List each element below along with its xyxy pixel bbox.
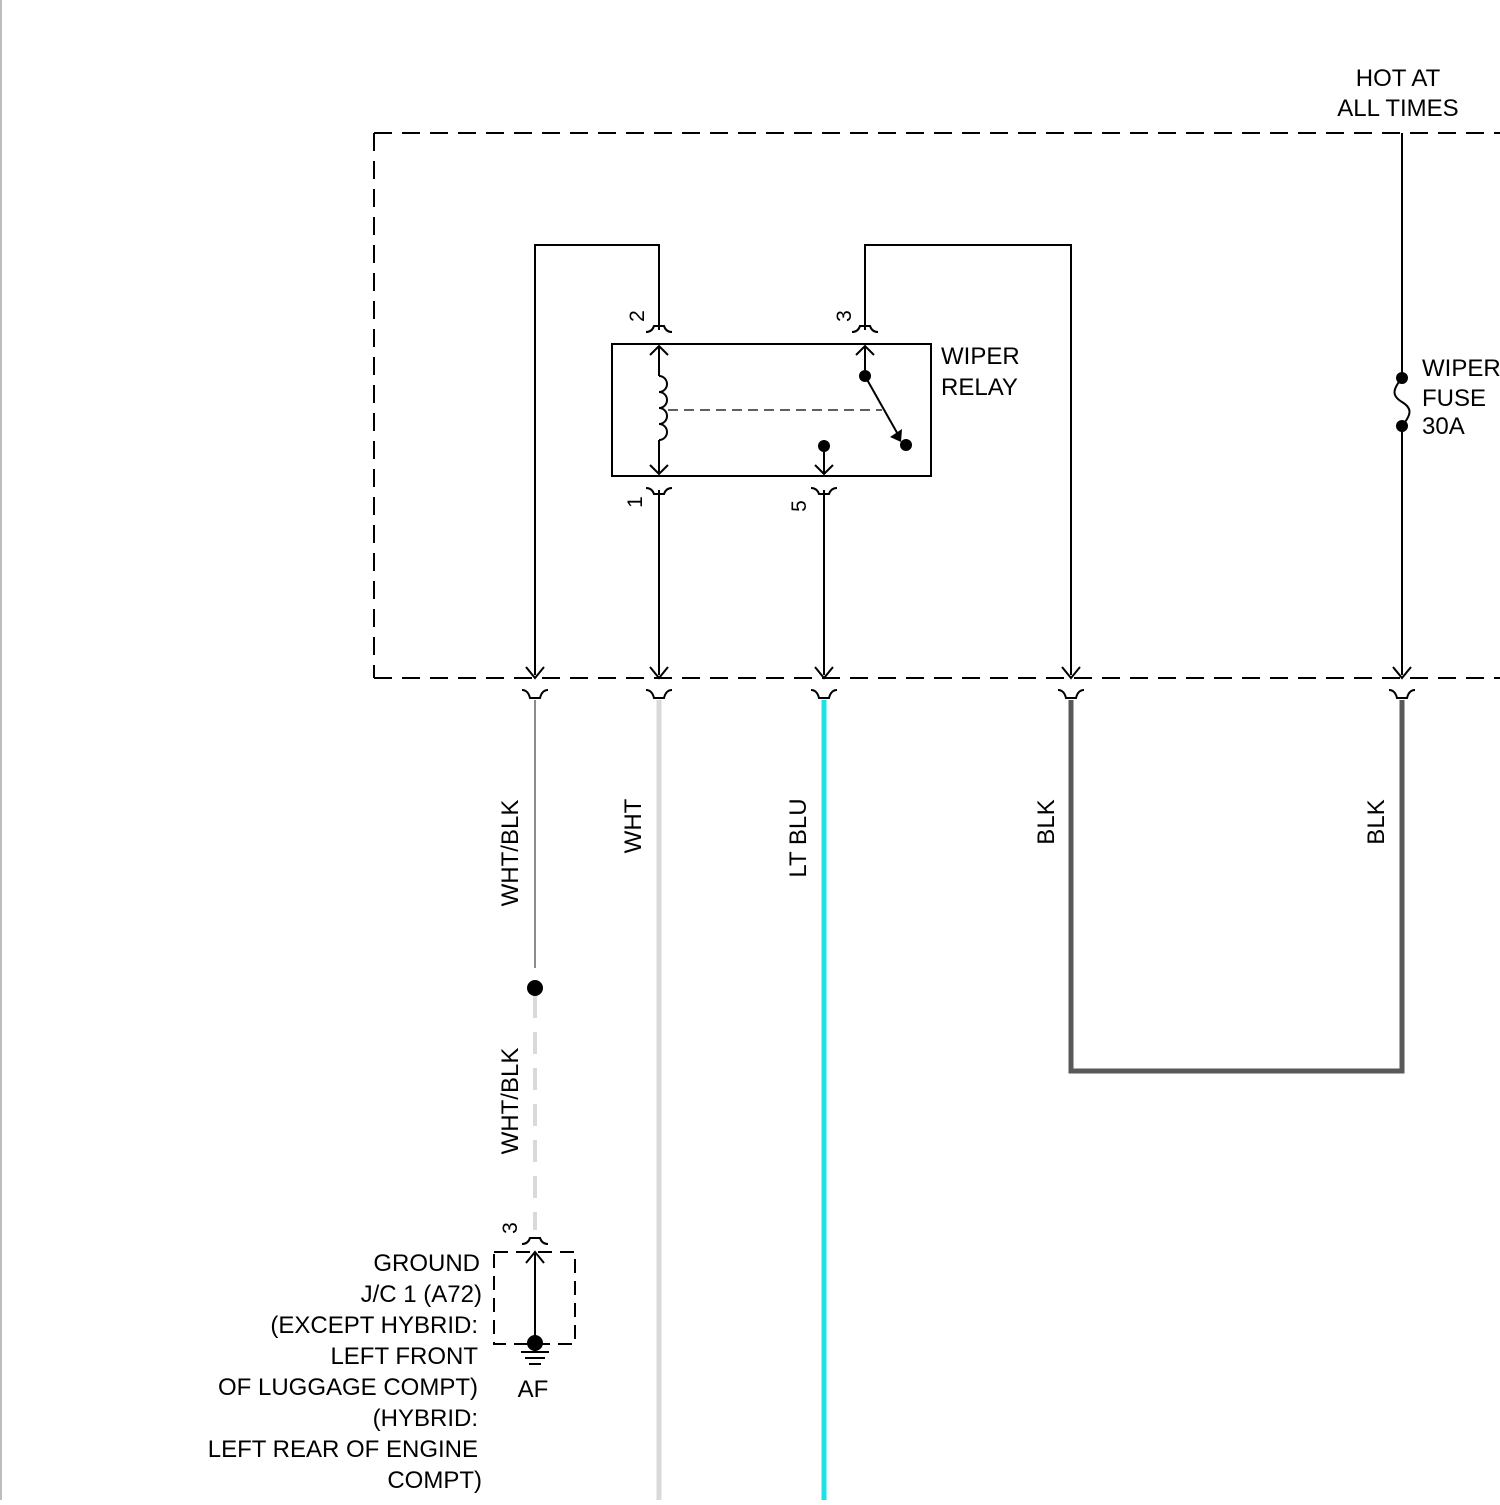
wire-blk-loop — [1071, 700, 1402, 1071]
relay-coil — [650, 346, 882, 474]
wire1-label: WHT/BLK — [497, 800, 524, 907]
wire1-lower-label: WHT/BLK — [497, 1048, 524, 1155]
wire4-label: BLK — [1033, 799, 1060, 844]
svg-text:(HYBRID:: (HYBRID: — [373, 1405, 478, 1432]
svg-text:ALL TIMES: ALL TIMES — [1337, 95, 1458, 122]
relay-label-line1: WIPER — [941, 343, 1020, 370]
fuse-label-line1: WIPER — [1422, 355, 1500, 382]
wire2-label: WHT — [620, 798, 647, 853]
ground-description: GROUND J/C 1 (A72) (EXCEPT HYBRID: LEFT … — [208, 1250, 482, 1494]
svg-text:COMPT): COMPT) — [387, 1467, 482, 1494]
wire3-label: LT BLU — [785, 798, 812, 877]
wire-labels: WHT/BLK WHT LT BLU BLK BLK WHT/BLK — [497, 798, 1390, 1154]
svg-text:GROUND: GROUND — [373, 1250, 480, 1277]
wire-splice-dot — [527, 980, 543, 996]
ground-junction: 3 AF — [494, 1222, 575, 1403]
relay-label-line2: RELAY — [941, 374, 1018, 401]
fuse-label-line2: FUSE — [1422, 385, 1486, 412]
svg-text:LEFT FRONT: LEFT FRONT — [330, 1343, 478, 1370]
fuse-label-line3: 30A — [1422, 413, 1465, 440]
external-wires — [527, 700, 1402, 1500]
wiper-relay: 2 3 1 5 WIPER RELAY — [612, 310, 1020, 512]
wiper-fuse: WIPER FUSE 30A — [1395, 355, 1500, 440]
relay-pin-3: 3 — [833, 310, 856, 322]
relay-pin-2: 2 — [626, 310, 649, 322]
ground-code: AF — [518, 1376, 549, 1403]
relay-pin-5: 5 — [788, 500, 811, 512]
svg-text:(EXCEPT HYBRID:: (EXCEPT HYBRID: — [270, 1312, 478, 1339]
wire5-label: BLK — [1363, 799, 1390, 844]
svg-text:LEFT REAR OF ENGINE: LEFT REAR OF ENGINE — [208, 1436, 478, 1463]
relay-pin-1: 1 — [624, 496, 647, 508]
ground-symbol-icon — [521, 1343, 549, 1364]
svg-text:HOT AT: HOT AT — [1356, 65, 1441, 92]
ground-pin-3: 3 — [499, 1222, 522, 1234]
junction-block-boundary — [374, 133, 1500, 678]
connector-cups — [522, 690, 1415, 698]
svg-text:OF LUGGAGE COMPT): OF LUGGAGE COMPT) — [218, 1374, 478, 1401]
power-source-label: HOT AT ALL TIMES — [1337, 65, 1458, 122]
svg-text:J/C 1 (A72): J/C 1 (A72) — [361, 1281, 482, 1308]
